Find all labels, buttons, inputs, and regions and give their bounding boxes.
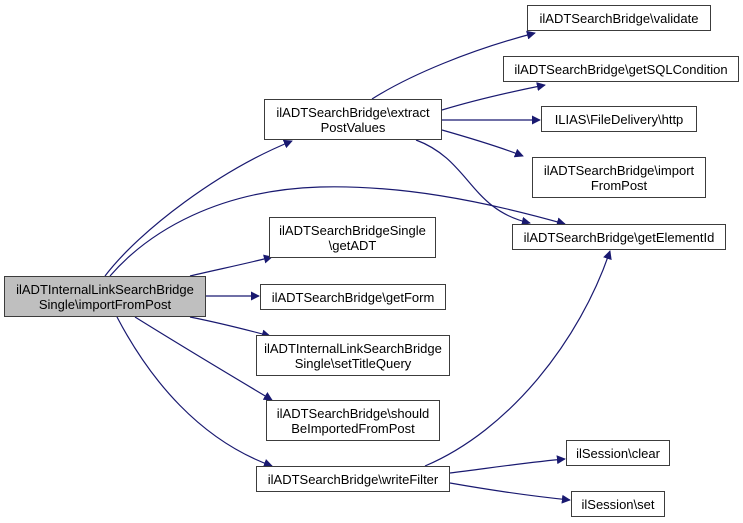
node-shouldBeImported[interactable]: ilADTSearchBridge\should BeImportedFromP… <box>266 400 440 441</box>
edge-extract-to-importFromPost <box>441 129 524 158</box>
edge-writeFilter-to-sessionClear <box>449 455 566 474</box>
edge-root-to-getADT <box>189 254 273 277</box>
node-label: ilADTSearchBridge\import FromPost <box>543 162 695 193</box>
edge-extract-to-getElementId <box>415 139 531 226</box>
node-getElementId[interactable]: ilADTSearchBridge\getElementId <box>512 224 726 250</box>
edge-extract-to-getSQLCondition <box>441 82 546 111</box>
node-importFromPost[interactable]: ilADTSearchBridge\import FromPost <box>532 157 706 198</box>
edge-writeFilter-to-getElementId <box>424 250 612 467</box>
node-getADT[interactable]: ilADTSearchBridgeSingle \getADT <box>269 217 436 258</box>
node-label: ilSession\set <box>581 496 655 512</box>
node-label: ilADTInternalLinkSearchBridge Single\imp… <box>16 281 194 312</box>
node-getSQLCondition[interactable]: ilADTSearchBridge\getSQLCondition <box>503 56 739 82</box>
node-http[interactable]: ILIAS\FileDelivery\http <box>541 106 697 132</box>
node-setTitleQuery[interactable]: ilADTInternalLinkSearchBridge Single\set… <box>256 335 450 376</box>
node-label: ilADTSearchBridge\getElementId <box>523 229 715 245</box>
node-root: ilADTInternalLinkSearchBridge Single\imp… <box>4 276 206 317</box>
edge-root-to-writeFilter <box>116 316 273 468</box>
node-label: ILIAS\FileDelivery\http <box>554 111 684 127</box>
node-validate[interactable]: ilADTSearchBridge\validate <box>527 5 711 31</box>
node-sessionClear[interactable]: ilSession\clear <box>566 440 670 466</box>
edge-root-to-getElementId <box>109 186 566 277</box>
node-getForm[interactable]: ilADTSearchBridge\getForm <box>260 284 446 310</box>
node-label: ilADTSearchBridge\getForm <box>271 289 435 305</box>
edge-root-to-setTitleQuery <box>189 316 271 339</box>
edge-root-to-extract <box>104 139 293 277</box>
node-label: ilADTSearchBridge\writeFilter <box>267 471 439 487</box>
node-label: ilSession\clear <box>576 445 660 461</box>
node-extract[interactable]: ilADTSearchBridge\extract PostValues <box>264 99 442 140</box>
node-label: ilADTSearchBridge\extract PostValues <box>276 104 430 135</box>
node-label: ilADTSearchBridge\validate <box>539 10 699 26</box>
edge-writeFilter-to-sessionSet <box>449 482 571 504</box>
node-label: ilADTSearchBridge\getSQLCondition <box>514 61 728 77</box>
node-label: ilADTSearchBridge\should BeImportedFromP… <box>276 405 430 436</box>
node-writeFilter[interactable]: ilADTSearchBridge\writeFilter <box>256 466 450 492</box>
edge-extract-to-validate <box>371 30 536 100</box>
node-label: ilADTInternalLinkSearchBridge Single\set… <box>264 340 442 371</box>
edge-root-to-shouldBeImported <box>134 316 273 401</box>
node-sessionSet[interactable]: ilSession\set <box>571 491 665 517</box>
node-label: ilADTSearchBridgeSingle \getADT <box>279 222 426 253</box>
